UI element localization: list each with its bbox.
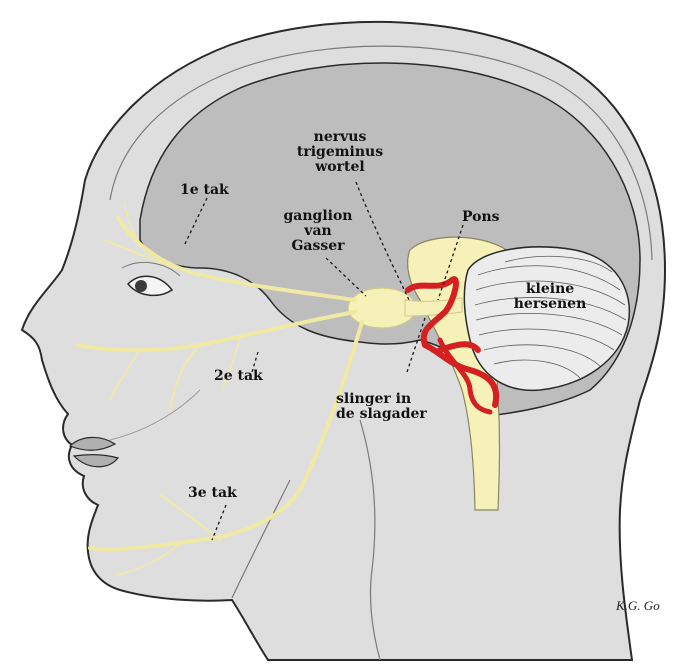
label-2e-tak: 2e tak xyxy=(214,369,263,384)
label-line: nervus xyxy=(297,130,383,145)
label-line: wortel xyxy=(297,160,383,175)
label-line: van xyxy=(284,224,353,239)
label-line: de slagader xyxy=(336,407,427,422)
label-line: hersenen xyxy=(514,297,587,312)
label-line: Gasser xyxy=(284,239,353,254)
label-line: kleine xyxy=(514,282,587,297)
label-kleine-hersenen: kleine hersenen xyxy=(514,282,587,312)
label-nervus-trigeminus-wortel: nervus trigeminus wortel xyxy=(297,130,383,175)
label-slinger-in-de-slagader: slinger in de slagader xyxy=(336,392,427,422)
label-line: slinger in xyxy=(336,392,427,407)
label-line: trigeminus xyxy=(297,145,383,160)
label-line: ganglion xyxy=(284,209,353,224)
iris xyxy=(135,280,147,292)
label-ganglion-van-gasser: ganglion van Gasser xyxy=(284,209,353,254)
label-1e-tak: 1e tak xyxy=(180,183,229,198)
artist-credit: K.G. Go xyxy=(616,598,660,614)
label-pons: Pons xyxy=(462,210,500,225)
label-3e-tak: 3e tak xyxy=(188,486,237,501)
